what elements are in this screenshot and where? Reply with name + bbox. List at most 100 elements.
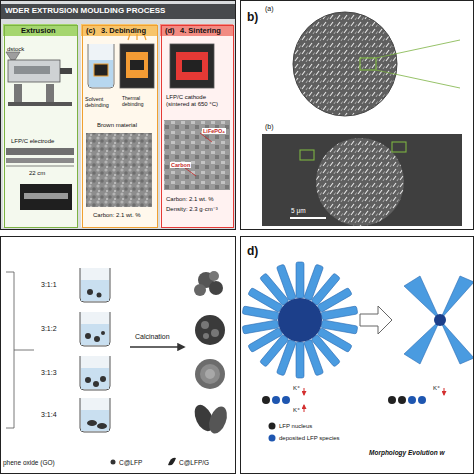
morphology-drawing-part [418,396,426,404]
synthesis-drawing-part [81,368,109,389]
sintering-drawing-part [185,168,196,176]
sem-images-part [293,12,397,116]
sintering-drawing-part [164,120,230,190]
label-text: K⁺ [293,385,300,392]
morphology-drawing [242,262,474,442]
heading-text: (c) [86,27,95,36]
morphology-drawing-part [304,388,305,395]
label-text: LFP nucleus [279,423,312,430]
synthesis-drawing-part [194,284,206,296]
process-panel-art [0,0,236,230]
process-panel-art-part [0,0,236,230]
synthesis-drawing-part [168,458,176,466]
debinding-drawing-part [89,60,113,87]
morphology-drawing-part [321,306,358,320]
morphology-drawing-part [444,388,445,395]
synthesis-drawing-part [80,268,110,302]
label-text: K⁺ [433,385,440,392]
label-text: 3:1:2 [41,325,57,333]
label-text: Brown material [97,122,137,129]
heading-text: WDER EXTRUSION MOULDING PROCESS [5,6,165,15]
label-text: Solvent debinding [85,96,119,109]
morphology-drawing-part [296,342,304,378]
label-text: deposited LFP species [279,435,340,442]
extruder-drawing-part [6,158,74,163]
extruder-drawing-part [6,52,20,60]
sem-images-part [376,40,460,58]
synthesis-drawing-part [97,293,102,298]
morphology-drawing-part [304,405,305,412]
extruder-drawing-part [6,148,74,155]
synthesis-drawing-part [111,460,116,465]
extruder-drawing-part [20,184,72,210]
synthesis-drawing-part [130,346,184,347]
process-step-box: (c)3. DebindingSolvent debindingThermal … [82,25,158,228]
panel: WDER EXTRUSION MOULDING PROCESS Extrusion… [0,0,236,230]
synthesis-drawing-part [101,331,105,335]
sintering-drawing [164,44,230,190]
synthesis-drawing-part [80,312,110,346]
process-panel-art-part [3,24,77,227]
morphology-drawing-part [278,298,322,342]
sem-images-part [300,150,314,160]
sem-images-part [293,12,397,116]
synthesis-drawing-part [80,398,110,432]
process-step-box: ExtrusiondstockLFP/C electrode22 cm [4,25,78,228]
synthesis-drawing-part [100,376,106,382]
morphology-drawing-part [269,423,276,430]
morphology-drawing-part [262,396,270,404]
synthesis-drawing-part [87,289,93,295]
morphology-drawing-part [388,396,396,404]
process-panel-art-part [0,4,236,19]
synthesis-drawing-part [206,404,231,436]
label-text: Carbon: 2.1 wt. % [93,212,141,219]
heading-text: 3:1:1 [41,281,57,289]
synthesis-drawing-part [195,315,225,345]
label-text: 3:1:4 [41,411,57,419]
morphology-drawing-part [404,320,474,364]
panel: b)(a)(b)5 μm [240,0,474,230]
morphology-drawing-part [408,396,416,404]
extruder-drawing-part [24,193,68,199]
heading-text: d) [247,245,258,259]
label-text: Carbon [170,162,191,168]
sem-images-part [376,70,460,88]
label-text: 22 cm [29,170,45,177]
extruder-drawing-part [6,166,74,167]
synthesis-drawing-part [201,321,209,329]
synthesis-drawing-part [81,410,109,431]
debinding-drawing [86,34,154,207]
product-particles [191,271,230,436]
sintering-drawing-part [200,133,212,142]
extruder-drawing-part [14,84,22,102]
morphology-drawing-part [272,396,280,404]
panel: d) LFP nucleus deposited LFP species K⁺ K⁺ K⁺… [240,236,474,474]
process-panel-art-part [160,24,233,227]
label-text: (b) [265,123,274,131]
label-text: C@LFP/G [179,459,209,466]
label-text: 5 μm [291,207,306,214]
synthesis-drawing-part [205,369,215,379]
synthesis-drawing-part [209,281,223,295]
extruder-drawing-part [14,66,50,74]
morphology-drawing-part [282,396,290,404]
morphology-drawing-part [304,339,324,376]
synthesis-drawing-part [85,333,91,339]
label-text: Density: 2.3 g·cm⁻³ [166,206,218,213]
label-text: 3. Debinding [101,27,146,36]
process-panel-art-part [81,24,157,227]
morphology-drawing-part [276,264,296,301]
sem-images-part [262,134,462,226]
morphology-drawing-part [296,262,304,298]
synthesis-drawing [6,268,230,465]
process-step-box: (d)4. SinteringLFP/C cathode (sintered a… [161,25,234,228]
synthesis-drawing-part [14,350,34,351]
heading-text: (d) [165,27,175,36]
synthesis-drawing-part [94,336,100,342]
label-text: K⁺ [293,407,300,414]
label-text: Carbon: 2.1 wt. % [166,196,214,203]
morphology-drawing-part [269,435,276,442]
synthesis-drawing-part [80,356,110,390]
label-text: phene oxide (GO) [3,459,55,466]
